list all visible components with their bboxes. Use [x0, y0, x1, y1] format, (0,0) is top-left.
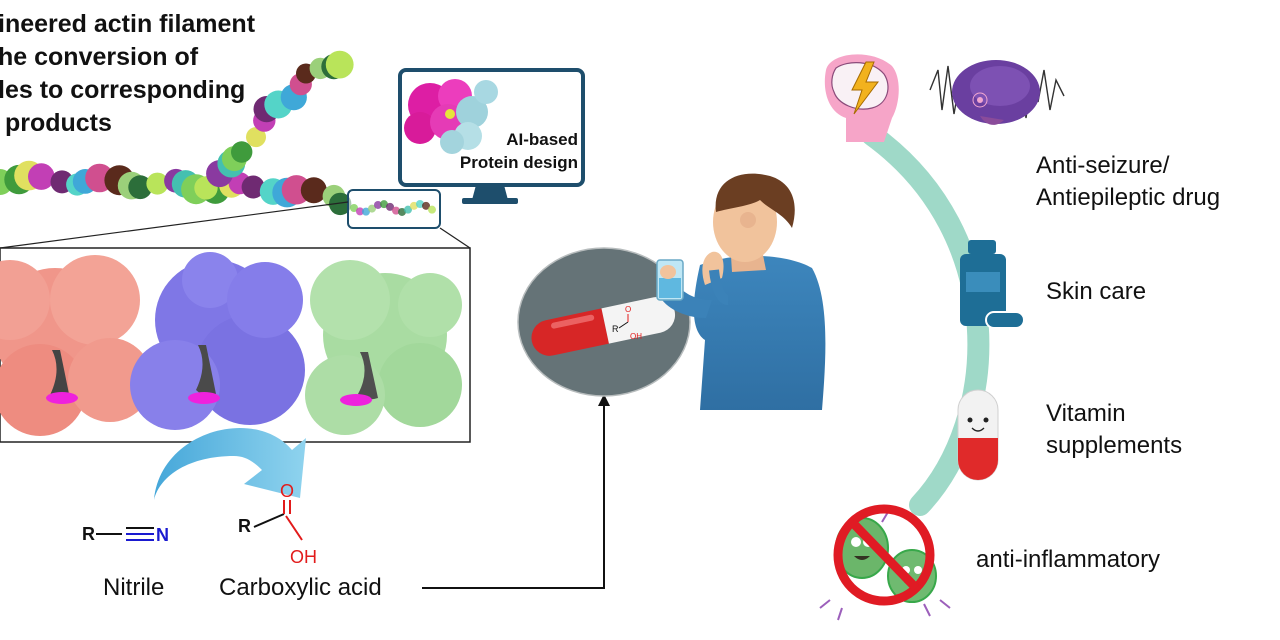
- application-skincare: Skin care: [1046, 278, 1147, 305]
- mini-actin-bead: [374, 200, 382, 209]
- mini-actin-bead: [362, 207, 370, 216]
- pill-bottle-icon: [960, 240, 1025, 329]
- head-lightning-icon: [824, 54, 899, 142]
- mini-actin-bead: [392, 206, 400, 215]
- bacteria-prohibited-icon: [819, 504, 951, 621]
- application-antiseizure: Anti-seizure/ Antiepileptic drug: [1036, 152, 1221, 211]
- mini-actin-bead: [350, 204, 358, 212]
- actin-bead: [329, 192, 352, 216]
- actin-bead: [300, 177, 327, 204]
- flow-arrow: [422, 394, 610, 589]
- actin-bead: [231, 141, 253, 163]
- actin-bead: [246, 127, 266, 148]
- actin-bead: [28, 163, 55, 190]
- mini-actin-bead: [380, 200, 388, 209]
- actin-bead: [146, 172, 169, 195]
- mini-actin-bead: [356, 207, 364, 216]
- protein-subunit-coral: [0, 255, 152, 436]
- eeg-brain-icon: [929, 60, 1065, 125]
- application-vitamin: Vitamin supplements: [1046, 400, 1183, 459]
- mini-actin-bead: [404, 205, 412, 214]
- zoom-line-left: [0, 201, 349, 249]
- happy-capsule-icon: [957, 389, 999, 481]
- mini-actin-bead: [422, 201, 430, 210]
- capsule-oh-label: OH: [630, 332, 642, 341]
- protein-subunit-purple: [130, 252, 305, 430]
- nitrile-r-label: R: [82, 524, 95, 544]
- mini-actin-bead: [428, 205, 436, 214]
- mini-actin-bead: [398, 207, 406, 216]
- actin-bead: [325, 50, 354, 79]
- mini-actin-bead: [386, 202, 394, 211]
- zoom-line-right: [439, 227, 471, 249]
- acid-r-label: R: [238, 516, 251, 536]
- mini-actin-bead: [416, 200, 424, 209]
- protein-subunit-green: [305, 260, 462, 435]
- capsule-o-label: O: [625, 305, 631, 314]
- mini-actin-bead: [410, 201, 418, 210]
- conversion-arrow: [130, 428, 306, 500]
- nitrile-structure: R N: [82, 524, 169, 545]
- protein-model-icon: [404, 79, 498, 154]
- application-antiinflammatory: anti-inflammatory: [976, 546, 1161, 573]
- mini-actin-bead: [368, 204, 376, 213]
- capsule-circle: R O OH: [517, 247, 691, 397]
- person-taking-pill: [656, 173, 826, 410]
- binding-pockets: [50, 345, 378, 401]
- actin-bead: [128, 175, 153, 200]
- acid-oh-label: OH: [290, 547, 317, 567]
- zoomed-filament-mini: [350, 200, 436, 216]
- ligands: [46, 392, 372, 406]
- monitor-label: AI-based Protein design: [459, 130, 578, 172]
- actin-filament: [0, 50, 354, 216]
- capsule-r-label: R: [612, 324, 619, 334]
- carboxylic-acid-structure: R O OH: [238, 481, 317, 567]
- figure-title: ineered actin filament he conversion of …: [0, 10, 256, 137]
- actin-bead: [241, 175, 265, 199]
- acid-o-label: O: [280, 481, 294, 501]
- nitrile-n-label: N: [156, 525, 169, 545]
- carboxylic-acid-label: Carboxylic acid: [219, 574, 382, 601]
- nitrile-label: Nitrile: [103, 574, 164, 601]
